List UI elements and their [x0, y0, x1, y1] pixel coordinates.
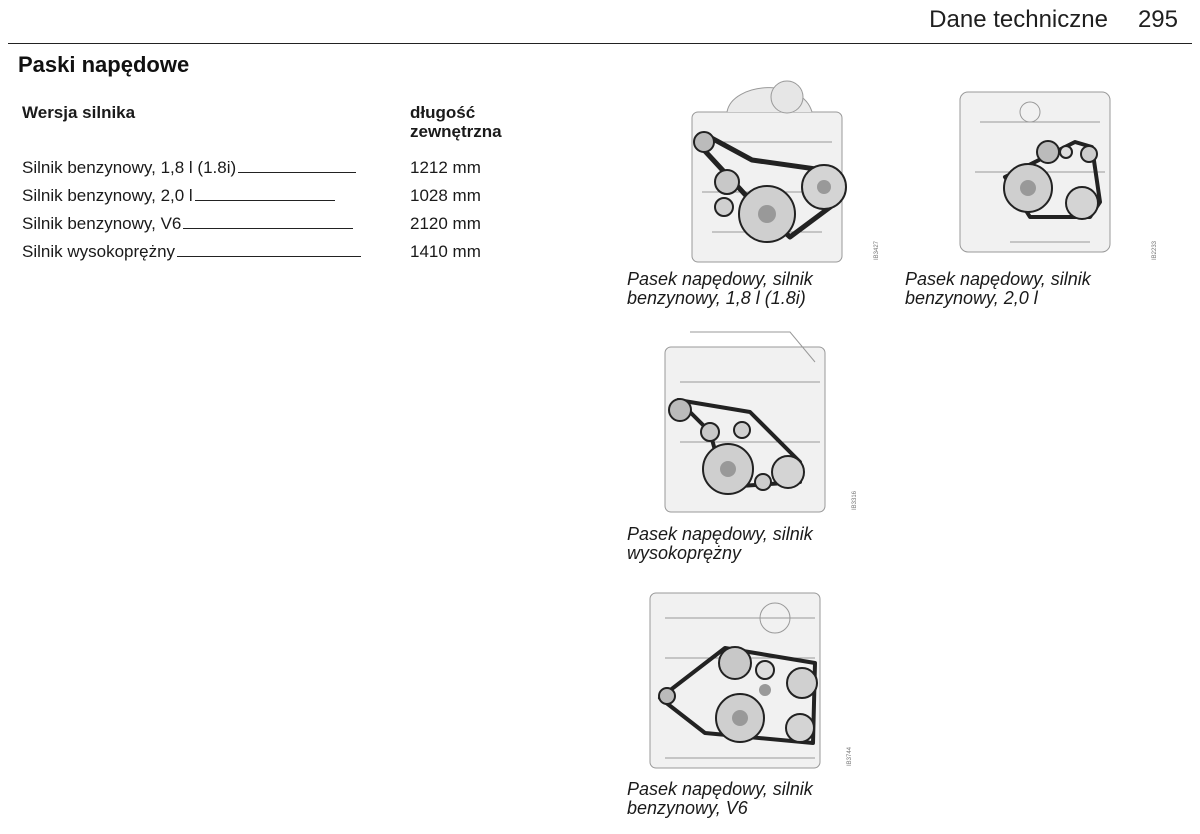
leader-line [183, 228, 354, 229]
figure-caption: Pasek napędowy, silnik benzynowy, V6 [627, 780, 887, 818]
caption-line: benzynowy, 2,0 l [905, 288, 1038, 308]
figure-code: IB3744 [847, 746, 853, 766]
header-rule [8, 43, 1192, 44]
caption-line: wysokoprężny [627, 543, 742, 563]
caption-line: Pasek napędowy, silnik [905, 269, 1091, 289]
belt-diagram-diesel: IB3316 [650, 322, 858, 517]
caption-line: benzynowy, 1,8 l (1.8i) [627, 288, 806, 308]
figure-code: IB3427 [874, 240, 880, 260]
belt-length: 1028 mm [410, 186, 481, 205]
leader-line [238, 172, 357, 173]
belt-diagram-1-8i: IB3427 [672, 72, 880, 272]
belt-length: 2120 mm [410, 214, 481, 233]
belt-length: 1410 mm [410, 242, 481, 261]
engine-name: Silnik benzynowy, V6 [22, 214, 182, 233]
column-header-length: długość zewnętrzna [410, 103, 570, 141]
figure-caption: Pasek napędowy, silnik wysokoprężny [627, 525, 887, 563]
column-header-length-line2: zewnętrzna [410, 122, 502, 141]
belt-diagram-v6: IB3744 [645, 578, 853, 773]
table-row: Silnik benzynowy, 1,8 l (1.8i) 1212 mm [22, 150, 481, 178]
page-number: 295 [1137, 6, 1178, 33]
leader-line [177, 256, 362, 257]
figure-code: IB2233 [1152, 240, 1158, 260]
table-row: Silnik benzynowy, V6 2120 mm [22, 206, 481, 234]
section-title: Paski napędowe [18, 52, 190, 77]
belt-diagram-2-0: IB2233 [950, 72, 1158, 272]
caption-line: benzynowy, V6 [627, 798, 748, 818]
belt-table: Silnik benzynowy, 1,8 l (1.8i) 1212 mm S… [22, 150, 481, 262]
figure-caption: Pasek napędowy, silnik benzynowy, 1,8 l … [627, 270, 887, 308]
caption-line: Pasek napędowy, silnik [627, 779, 813, 799]
column-header-length-line1: długość [410, 103, 476, 122]
column-header-engine: Wersja silnika [22, 103, 136, 122]
engine-name: Silnik benzynowy, 1,8 l (1.8i) [22, 158, 237, 177]
table-row: Silnik wysokoprężny 1410 mm [22, 234, 481, 262]
page-header: Dane techniczne 295 [929, 6, 1178, 34]
caption-line: Pasek napędowy, silnik [627, 524, 813, 544]
leader-line [194, 200, 335, 201]
engine-name: Silnik wysokoprężny [22, 242, 176, 261]
engine-name: Silnik benzynowy, 2,0 l [22, 186, 193, 205]
table-row: Silnik benzynowy, 2,0 l 1028 mm [22, 178, 481, 206]
header-section-title: Dane techniczne [929, 6, 1108, 33]
belt-length: 1212 mm [410, 158, 481, 177]
figure-code: IB3316 [852, 490, 858, 510]
caption-line: Pasek napędowy, silnik [627, 269, 813, 289]
figure-caption: Pasek napędowy, silnik benzynowy, 2,0 l [905, 270, 1165, 308]
